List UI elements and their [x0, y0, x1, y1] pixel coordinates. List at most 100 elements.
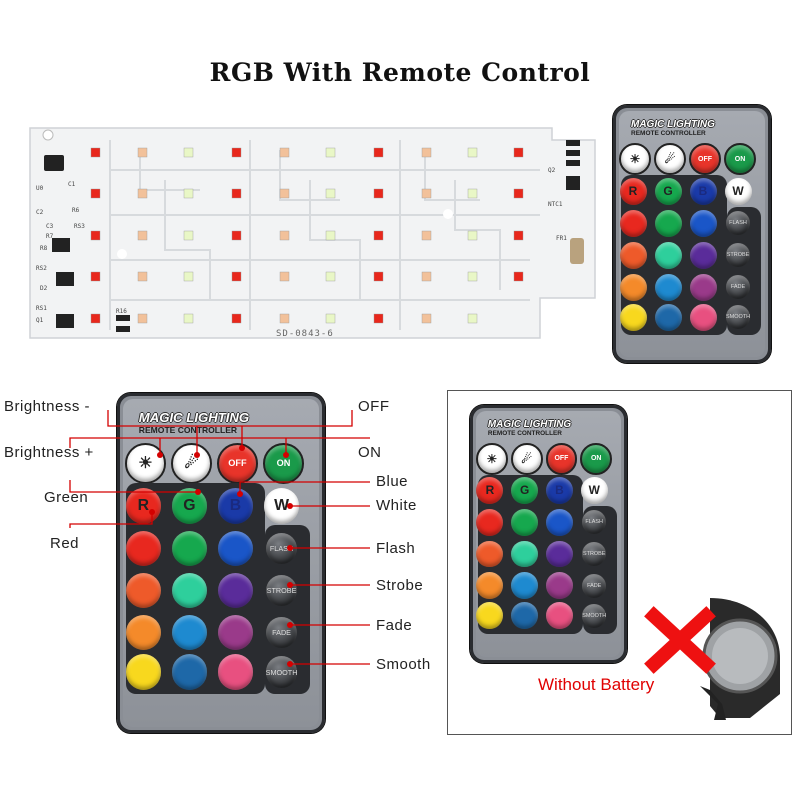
- color-swatch-button[interactable]: [217, 654, 254, 690]
- color-button-r[interactable]: R: [125, 488, 162, 524]
- flash-button[interactable]: FLASH: [726, 211, 750, 235]
- svg-text:D2: D2: [40, 285, 48, 292]
- color-swatch-button[interactable]: [476, 602, 504, 630]
- color-button-b[interactable]: B: [546, 477, 573, 504]
- color-swatch-button[interactable]: [689, 303, 717, 331]
- color-swatch-button[interactable]: [654, 241, 682, 269]
- brightness-up-button[interactable]: ☄: [510, 442, 543, 475]
- brightness-up-button[interactable]: ☄: [654, 143, 686, 175]
- strobe-button[interactable]: STROBE: [265, 574, 298, 607]
- svg-text:R6: R6: [72, 207, 80, 214]
- color-swatch-button[interactable]: [171, 572, 208, 609]
- color-swatch-button[interactable]: [217, 572, 254, 609]
- color-swatch-button[interactable]: [217, 614, 254, 651]
- color-button-w[interactable]: W: [724, 177, 752, 205]
- svg-text:C2: C2: [36, 209, 44, 216]
- led: [513, 147, 524, 158]
- color-swatch-button[interactable]: [654, 273, 682, 301]
- color-button-b[interactable]: B: [689, 177, 717, 205]
- color-button-label: G: [183, 497, 196, 515]
- power-button[interactable]: ON: [263, 443, 304, 484]
- color-button-g[interactable]: G: [654, 177, 682, 205]
- color-swatch-button[interactable]: [619, 303, 647, 331]
- color-swatch-button[interactable]: [511, 540, 539, 568]
- power-icon: ON: [734, 155, 746, 163]
- led: [325, 313, 336, 324]
- color-swatch-button[interactable]: [689, 209, 717, 237]
- label-blue: Blue: [376, 473, 409, 490]
- color-button-g[interactable]: G: [171, 488, 208, 524]
- color-swatch-button[interactable]: [125, 572, 162, 609]
- color-swatch-button[interactable]: [689, 273, 717, 301]
- mode-button-label: SMOOTH: [725, 314, 751, 320]
- led: [421, 147, 432, 158]
- color-button-label: B: [229, 497, 242, 515]
- smooth-button[interactable]: SMOOTH: [582, 603, 607, 628]
- color-swatch-button[interactable]: [171, 654, 208, 690]
- brightness-down-button[interactable]: ☀: [124, 443, 166, 484]
- color-swatch-button[interactable]: [546, 602, 573, 630]
- color-swatch-button[interactable]: [511, 508, 539, 536]
- color-swatch-button[interactable]: [546, 572, 573, 600]
- color-swatch-button[interactable]: [476, 540, 504, 568]
- strobe-button[interactable]: STROBE: [726, 243, 750, 267]
- color-swatch-button[interactable]: [171, 530, 208, 567]
- led: [90, 147, 101, 158]
- mode-button-label: FLASH: [585, 519, 603, 526]
- color-swatch-button[interactable]: [654, 303, 682, 331]
- power-icon: OFF: [698, 155, 712, 163]
- mode-button-label: SMOOTH: [582, 612, 607, 619]
- power-button[interactable]: ON: [580, 442, 613, 475]
- brightness-down-button[interactable]: ☀: [475, 442, 508, 475]
- led: [90, 313, 101, 324]
- battery-box: [447, 390, 792, 735]
- label-flash: Flash: [376, 540, 416, 557]
- color-button-w[interactable]: W: [263, 488, 300, 524]
- color-swatch-button[interactable]: [476, 508, 504, 536]
- led: [183, 230, 194, 241]
- color-button-r[interactable]: R: [619, 177, 647, 205]
- brightness-down-button[interactable]: ☀: [619, 143, 651, 175]
- led: [137, 313, 148, 324]
- color-swatch-button[interactable]: [546, 508, 573, 536]
- smooth-button[interactable]: SMOOTH: [726, 305, 750, 329]
- flash-button[interactable]: FLASH: [582, 510, 607, 535]
- fade-button[interactable]: FADE: [726, 275, 750, 299]
- color-swatch-button[interactable]: [125, 530, 162, 567]
- led: [279, 147, 290, 158]
- battery-illustration: [644, 598, 780, 720]
- color-swatch-button[interactable]: [619, 273, 647, 301]
- color-swatch-button[interactable]: [619, 241, 647, 269]
- strobe-button[interactable]: STROBE: [582, 542, 607, 566]
- led: [231, 230, 242, 241]
- color-button-r[interactable]: R: [476, 477, 504, 504]
- color-swatch-button[interactable]: [619, 209, 647, 237]
- color-swatch-button[interactable]: [125, 614, 162, 651]
- color-swatch-button[interactable]: [171, 614, 208, 651]
- color-swatch-button[interactable]: [546, 540, 573, 568]
- color-button-w[interactable]: W: [580, 477, 608, 504]
- color-swatch-button[interactable]: [689, 241, 717, 269]
- led: [279, 188, 290, 199]
- power-button[interactable]: OFF: [545, 442, 578, 475]
- brightness-up-button[interactable]: ☄: [170, 443, 212, 484]
- led: [467, 188, 478, 199]
- smooth-button[interactable]: SMOOTH: [266, 656, 297, 688]
- color-swatch-button[interactable]: [511, 572, 539, 600]
- color-swatch-button[interactable]: [125, 654, 162, 690]
- power-button[interactable]: ON: [724, 143, 756, 175]
- color-button-g[interactable]: G: [511, 477, 539, 504]
- power-button[interactable]: OFF: [689, 143, 721, 175]
- fade-button[interactable]: FADE: [582, 573, 607, 598]
- color-button-b[interactable]: B: [217, 488, 254, 524]
- color-swatch-button[interactable]: [476, 572, 504, 600]
- color-swatch-button[interactable]: [511, 602, 539, 630]
- color-button-label: B: [698, 184, 708, 198]
- color-swatch-button[interactable]: [654, 209, 682, 237]
- power-button[interactable]: OFF: [217, 443, 258, 484]
- color-swatch-button[interactable]: [217, 530, 254, 567]
